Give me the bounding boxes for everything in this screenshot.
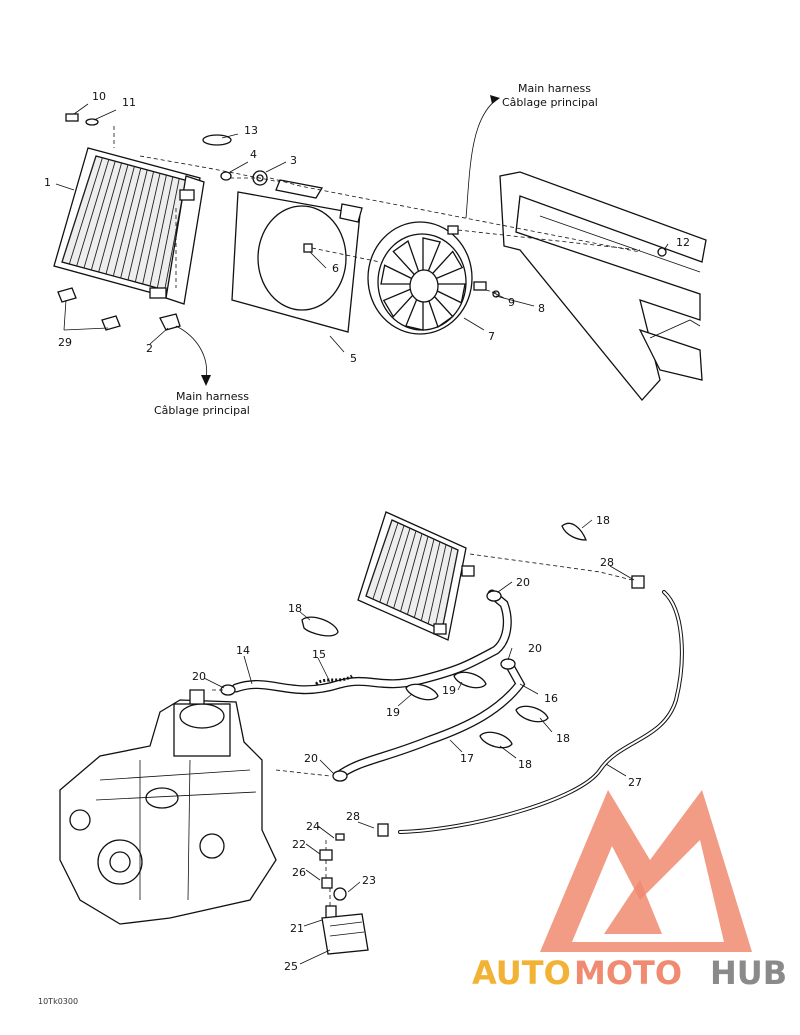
engine bbox=[59, 689, 277, 925]
callout-bottom-1: 28 bbox=[600, 556, 614, 569]
watermark-triangle-core bbox=[604, 880, 662, 934]
watermark-logo: AUTO MOTO HUB bbox=[472, 790, 787, 992]
callout-bottom-19: 26 bbox=[292, 866, 306, 879]
callout-bottom-10: 16 bbox=[544, 692, 558, 705]
callout-top-7: 12 bbox=[676, 236, 690, 249]
watermark-triangle-inner bbox=[572, 840, 724, 942]
leaders-top bbox=[55, 103, 669, 353]
harness-arrow-top bbox=[465, 99, 497, 219]
guide-lines-top bbox=[113, 126, 641, 295]
callout-bottom-8: 19 bbox=[442, 684, 456, 697]
callout-top-13: 7 bbox=[488, 330, 495, 343]
callout-top-10: 29 bbox=[58, 336, 72, 349]
callout-top-0: 10 bbox=[92, 90, 106, 103]
harness-arrowhead-top bbox=[490, 95, 500, 104]
callout-bottom-18: 22 bbox=[292, 838, 306, 851]
watermark-triangles bbox=[540, 790, 752, 952]
fan-shroud bbox=[231, 179, 363, 333]
callout-bottom-21: 21 bbox=[290, 922, 304, 935]
callout-bottom-13: 20 bbox=[304, 752, 318, 765]
callout-bottom-5: 14 bbox=[236, 644, 250, 657]
harness-left-line2: Câblage principal bbox=[154, 404, 250, 417]
callout-bottom-16: 28 bbox=[346, 810, 360, 823]
callout-top-3: 4 bbox=[250, 148, 257, 161]
callout-bottom-14: 17 bbox=[460, 752, 474, 765]
callout-bottom-0: 18 bbox=[596, 514, 610, 527]
callout-top-1: 11 bbox=[122, 96, 136, 109]
callout-bottom-3: 18 bbox=[288, 602, 302, 615]
callout-bottom-22: 25 bbox=[284, 960, 298, 973]
callout-bottom-20: 23 bbox=[362, 874, 376, 887]
harness-arrowhead-left bbox=[201, 375, 211, 386]
callout-top-11: 2 bbox=[146, 342, 153, 355]
callout-bottom-4: 20 bbox=[528, 642, 542, 655]
guide-lines-bottom bbox=[212, 553, 633, 906]
callout-bottom-7: 20 bbox=[192, 670, 206, 683]
fan bbox=[367, 221, 487, 335]
callout-bottom-2: 20 bbox=[516, 576, 530, 589]
callout-bottom-17: 24 bbox=[306, 820, 320, 833]
callout-bottom-15: 27 bbox=[628, 776, 642, 789]
callout-bottom-12: 18 bbox=[518, 758, 532, 771]
harness-left-line1: Main harness bbox=[176, 390, 249, 403]
watermark-word-1: AUTO bbox=[472, 954, 571, 992]
callout-top-8: 9 bbox=[508, 296, 515, 309]
callout-bottom-9: 19 bbox=[386, 706, 400, 719]
radiator-top bbox=[53, 147, 205, 305]
harness-top-line2: Câblage principal bbox=[502, 96, 598, 109]
callout-bottom-11: 18 bbox=[556, 732, 570, 745]
callout-top-12: 5 bbox=[350, 352, 357, 365]
hoses bbox=[231, 589, 684, 834]
watermark-word-2: MOTO bbox=[574, 954, 682, 992]
callout-top-6: 6 bbox=[332, 262, 339, 275]
callout-top-4: 3 bbox=[290, 154, 297, 167]
callout-top-5: 1 bbox=[44, 176, 51, 189]
harness-arrow-left bbox=[175, 325, 208, 381]
harness-top-line1: Main harness bbox=[518, 82, 591, 95]
reference-code: 10Tk0300 bbox=[38, 997, 78, 1006]
watermark-word-3: HUB bbox=[710, 954, 787, 992]
callout-top-2: 13 bbox=[244, 124, 258, 137]
callout-top-9: 8 bbox=[538, 302, 545, 315]
frame-rail bbox=[499, 171, 707, 401]
fasteners-bottom bbox=[220, 522, 645, 955]
callout-bottom-6: 15 bbox=[312, 648, 326, 661]
radiator-bottom bbox=[357, 511, 475, 641]
leaders-bottom bbox=[203, 519, 635, 965]
